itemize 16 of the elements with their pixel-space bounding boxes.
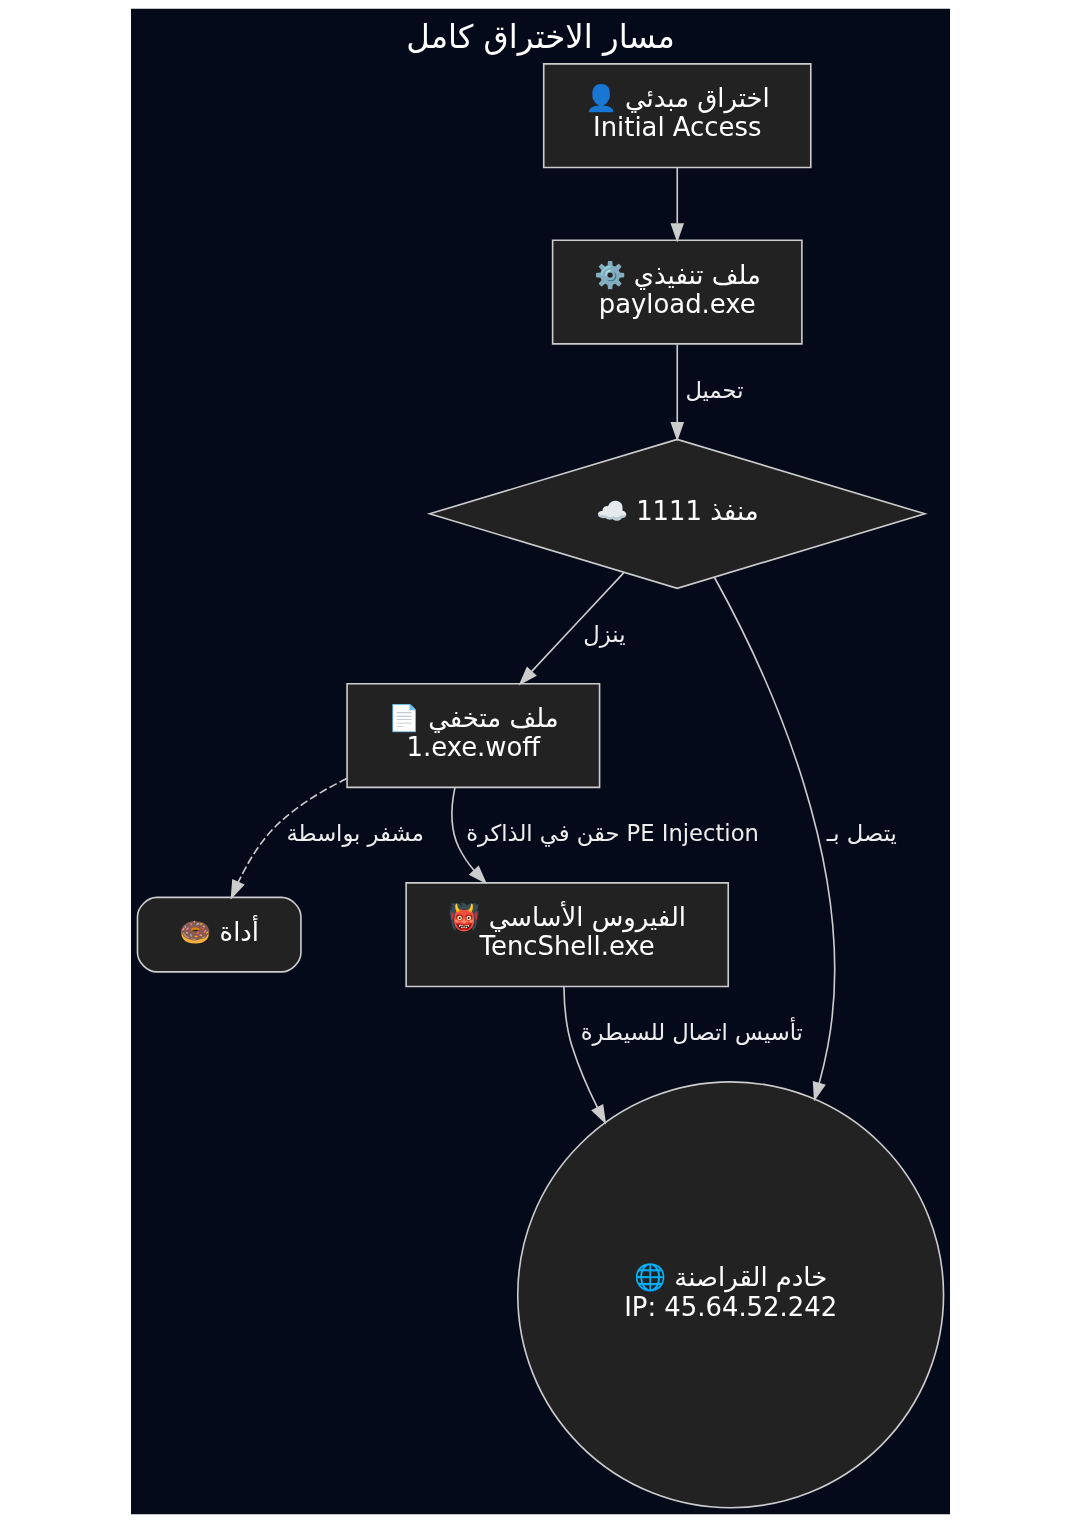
edge-label: حقن في الذاكرة PE Injection [465, 820, 759, 847]
arrow [713, 576, 835, 1102]
arrow [450, 787, 487, 885]
arrow [669, 167, 684, 243]
node-diamond: ☁ منفذ 1111 [426, 438, 928, 590]
edge-label: تحميل [684, 376, 743, 403]
edge-label: يتصل بـ [826, 820, 897, 847]
node-box: 🍩 أداة [136, 896, 302, 973]
arrow [230, 777, 348, 900]
edge-label: ينزل [582, 621, 625, 648]
edge-label: مشفر بواسطة [285, 820, 424, 847]
arrow [669, 343, 684, 442]
arrow [518, 572, 624, 686]
diagram-title: مسار الاختراق كامل [405, 17, 675, 56]
arrow [562, 985, 606, 1125]
edge-label: تأسيس اتصال للسيطرة [580, 1019, 803, 1046]
